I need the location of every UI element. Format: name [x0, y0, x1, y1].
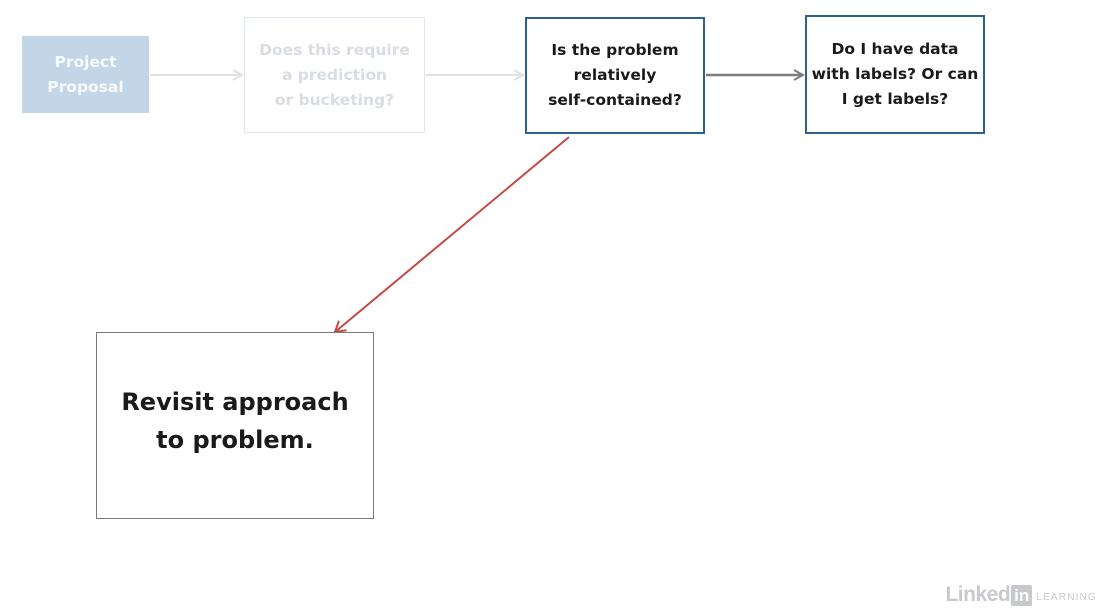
node-labels-line-1: Do I have data — [831, 40, 959, 58]
node-labels-line-3: I get labels? — [841, 90, 949, 108]
node-revisit-line-2: to problem. — [156, 425, 314, 454]
node-self-contained-line-2: relatively — [573, 66, 657, 84]
node-prediction-line-3: or bucketing? — [274, 90, 395, 109]
linkedin-learning-logo: Linked in LEARNING — [945, 583, 1097, 607]
node-prediction-line-1: Does this require — [259, 40, 410, 59]
node-project-proposal-label: Project Proposal — [47, 52, 124, 96]
logo-in-badge: in — [1011, 584, 1033, 606]
node-revisit-approach: Revisit approach to problem. — [96, 332, 374, 519]
node-self-contained-line-1: Is the problem — [551, 41, 679, 59]
node-self-contained: Is the problem relatively self-contained… — [525, 17, 705, 134]
arrow-self-contained-to-revisit — [333, 136, 570, 334]
node-data-with-labels: Do I have data with labels? Or can I get… — [805, 15, 985, 134]
node-project-proposal: Project Proposal — [22, 36, 149, 113]
node-prediction-line-2: a prediction — [281, 65, 388, 84]
node-revisit-line-1: Revisit approach — [121, 387, 349, 416]
logo-brand-text: Linked — [945, 583, 1011, 606]
node-self-contained-line-3: self-contained? — [548, 91, 682, 109]
node-labels-line-2: with labels? Or can — [811, 65, 979, 83]
node-prediction-or-bucketing: Does this require a prediction or bucket… — [244, 17, 425, 133]
logo-learning-text: LEARNING — [1036, 591, 1097, 603]
